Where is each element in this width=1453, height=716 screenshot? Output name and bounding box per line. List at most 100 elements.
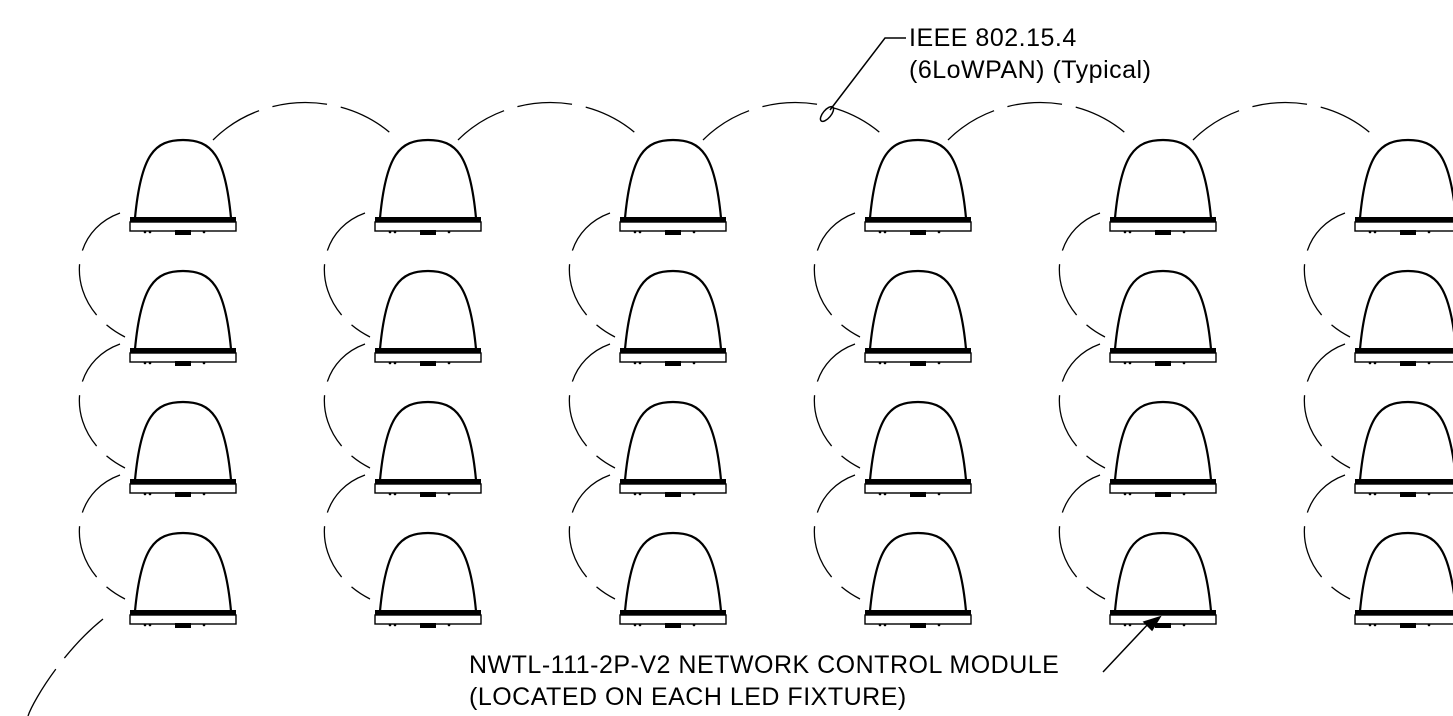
fixture-dome — [868, 138, 968, 219]
control-module-mark — [175, 623, 191, 628]
connector-dot — [638, 361, 642, 365]
connector-dot — [447, 230, 451, 234]
led-fixture — [619, 400, 727, 497]
connector-dot — [1123, 361, 1127, 365]
vertical-mesh-link — [1303, 343, 1351, 469]
control-module-mark — [1400, 492, 1416, 497]
fixture-dome — [378, 400, 478, 481]
control-module-mark — [1155, 623, 1171, 628]
control-module-mark — [910, 361, 926, 366]
vertical-mesh-link — [323, 212, 371, 338]
connector-dot — [388, 623, 392, 627]
connector-dot — [202, 361, 206, 365]
connector-dot — [1427, 230, 1431, 234]
led-fixture — [1354, 138, 1453, 235]
fixture-base-band — [1110, 479, 1216, 484]
connector-dot — [638, 230, 642, 234]
connector-dot — [692, 361, 696, 365]
fixture-dome — [623, 531, 723, 612]
connector-dot — [1368, 230, 1372, 234]
connector-dot — [1128, 230, 1132, 234]
connector-dot — [148, 623, 152, 627]
connector-dot — [148, 492, 152, 496]
connector-dot — [388, 492, 392, 496]
connector-dot — [883, 361, 887, 365]
connector-dot — [1373, 623, 1377, 627]
connector-dot — [937, 492, 941, 496]
fixture-dome — [623, 269, 723, 350]
led-fixture — [1109, 531, 1217, 628]
fixture-housing — [374, 483, 482, 494]
control-module-mark — [420, 492, 436, 497]
fixture-base-band — [130, 217, 236, 222]
connector-dot — [1427, 492, 1431, 496]
connector-dot — [143, 230, 147, 234]
connector-dot — [393, 492, 397, 496]
connector-dot — [148, 361, 152, 365]
control-module-line1: NWTL-111-2P-V2 NETWORK CONTROL MODULE — [469, 651, 1060, 679]
fixture-housing — [864, 614, 972, 625]
fixture-dome — [133, 269, 233, 350]
control-module-mark — [665, 492, 681, 497]
led-fixture — [619, 269, 727, 366]
control-module-mark — [1400, 230, 1416, 235]
fixture-housing — [1109, 221, 1217, 232]
connector-dot — [878, 492, 882, 496]
control-module-mark — [910, 492, 926, 497]
ieee-leader-tick — [819, 105, 835, 123]
fixture-housing — [129, 483, 237, 494]
vertical-mesh-link — [1303, 474, 1351, 600]
control-module-mark — [1155, 230, 1171, 235]
fixture-housing — [619, 614, 727, 625]
control-module-mark — [175, 361, 191, 366]
fixture-dome — [378, 138, 478, 219]
vertical-mesh-link — [813, 343, 861, 469]
control-module-mark — [1400, 361, 1416, 366]
fixture-dome — [868, 400, 968, 481]
fixture-dome — [1113, 269, 1213, 350]
fixture-base-band — [375, 217, 481, 222]
ieee-protocol-line1: IEEE 802.15.4 — [909, 24, 1077, 52]
connector-dot — [883, 623, 887, 627]
connector-dot — [1182, 623, 1186, 627]
fixture-housing — [1354, 352, 1453, 363]
control-module-mark — [665, 623, 681, 628]
fixture-base-band — [1110, 348, 1216, 353]
vertical-mesh-link — [1303, 212, 1351, 338]
connector-dot — [1128, 623, 1132, 627]
led-fixture — [864, 269, 972, 366]
fixture-dome — [868, 269, 968, 350]
fixture-housing — [1109, 483, 1217, 494]
fixture-housing — [374, 221, 482, 232]
fixture-dome — [133, 531, 233, 612]
connector-dot — [937, 230, 941, 234]
control-module-mark — [420, 623, 436, 628]
fixture-dome — [1358, 269, 1453, 350]
led-fixture — [1109, 269, 1217, 366]
fixture-dome — [378, 531, 478, 612]
led-fixture — [1354, 269, 1453, 366]
connector-dot — [692, 623, 696, 627]
vertical-mesh-link — [1058, 474, 1106, 600]
fixture-grid — [129, 138, 1453, 628]
vertical-mesh-link — [568, 343, 616, 469]
fixture-base-band — [620, 479, 726, 484]
horizontal-mesh-link — [212, 101, 399, 141]
horizontal-mesh-link — [947, 101, 1134, 141]
vertical-mesh-link — [568, 212, 616, 338]
fixture-base-band — [1355, 217, 1453, 222]
connector-dot — [447, 361, 451, 365]
fixture-housing — [129, 352, 237, 363]
fixture-dome — [1358, 531, 1453, 612]
led-fixture — [1354, 400, 1453, 497]
control-module-mark — [1155, 361, 1171, 366]
horizontal-mesh-link — [1192, 101, 1379, 141]
led-fixture — [864, 400, 972, 497]
connector-dot — [638, 492, 642, 496]
led-fixture — [864, 531, 972, 628]
connector-dot — [202, 623, 206, 627]
connector-dot — [883, 492, 887, 496]
ieee-leader-line — [829, 37, 906, 111]
fixture-housing — [1109, 352, 1217, 363]
connector-dot — [878, 230, 882, 234]
